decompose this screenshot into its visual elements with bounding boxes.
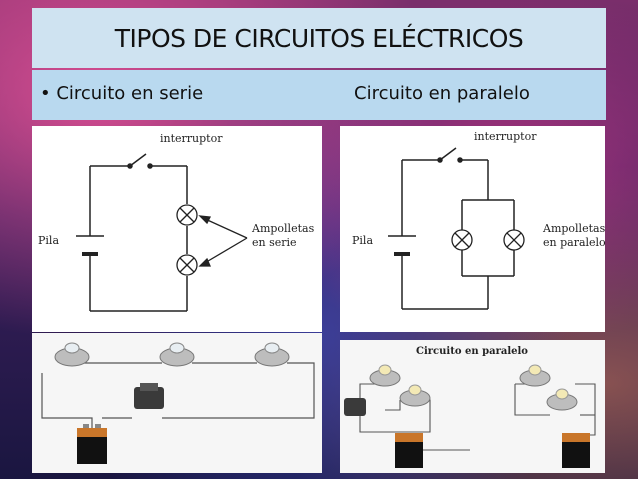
parallel-circuit-svg: interruptor Pila Ampolletas en paralelo (352, 130, 605, 310)
bulbs-label-line2: en serie (252, 236, 297, 249)
battery-block (77, 424, 107, 464)
subtitle-paralelo: Circuito en paralelo (354, 83, 530, 104)
title-bar: TIPOS DE CIRCUITOS ELÉCTRICOS (32, 8, 606, 68)
slide-title: TIPOS DE CIRCUITOS ELÉCTRICOS (114, 23, 524, 53)
bulb-holder-2 (159, 342, 195, 367)
parallel-circuit-photo: Circuito en paralelo (340, 340, 605, 473)
bulb-symbol-2 (503, 229, 525, 251)
battery-symbol (388, 235, 416, 256)
arrows (198, 215, 248, 267)
series-circuit-svg: interruptor Pila (38, 132, 315, 312)
series-circuit-diagram: interruptor Pila (32, 126, 322, 332)
bulb-holder-1 (369, 364, 401, 387)
bulb-symbol-1 (451, 229, 473, 251)
bulbs-label-line2: en paralelo (543, 236, 605, 249)
bulb-holder-3 (519, 364, 551, 387)
battery-block-2 (562, 433, 590, 468)
bulb-holder-1 (54, 342, 90, 367)
parallel-photo-svg: Circuito en paralelo (344, 346, 596, 468)
battery-block-1 (395, 433, 423, 468)
switch-symbol (437, 147, 463, 163)
battery-label: Pila (38, 234, 59, 247)
battery-symbol (76, 235, 104, 256)
parallel-circuit-diagram: interruptor Pila Ampolletas en paralelo (340, 126, 605, 332)
bulb-symbol-1 (176, 204, 198, 226)
bulb-holder-3 (254, 342, 290, 367)
switch-symbol (127, 153, 153, 169)
bulbs-label-line1: Ampolletas (542, 222, 605, 235)
switch-label: interruptor (160, 132, 223, 145)
switch-block (344, 398, 366, 416)
bulb-holder-4 (546, 388, 578, 411)
photo-caption: Circuito en paralelo (416, 346, 528, 357)
bulbs-label-line1: Ampolletas (251, 222, 315, 235)
subtitle-bar: • Circuito en serie Circuito en paralelo (32, 70, 606, 120)
subtitle-serie: • Circuito en serie (40, 83, 204, 104)
switch-block (134, 383, 164, 409)
series-photo-svg (41, 342, 315, 464)
switch-label: interruptor (474, 130, 537, 143)
bulb-symbol-2 (176, 254, 198, 276)
bulb-holder-2 (399, 384, 431, 407)
battery-label: Pila (352, 234, 373, 247)
series-circuit-photo (32, 333, 322, 473)
